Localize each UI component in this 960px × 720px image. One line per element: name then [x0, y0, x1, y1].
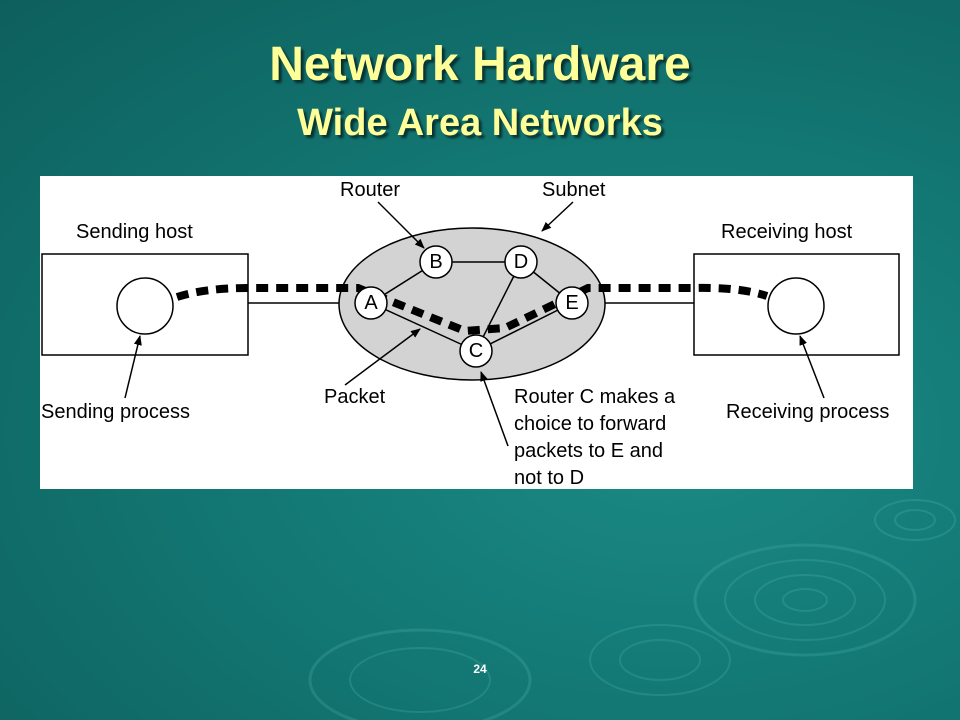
- label-router-c-note-2: choice to forward: [514, 413, 666, 435]
- router-e: E: [555, 286, 589, 320]
- link-c-e: [475, 302, 573, 352]
- svg-text:E: E: [565, 292, 578, 314]
- packet-path: [175, 283, 769, 336]
- subnet-ellipse: [338, 227, 606, 381]
- router-b: B: [419, 245, 453, 279]
- label-receiving-process: Receiving process: [726, 401, 889, 423]
- slide-subtitle: Wide Area Networks: [297, 102, 663, 144]
- receiving-process-circle: [767, 277, 825, 335]
- label-sending-process: Sending process: [41, 401, 190, 423]
- sending-process-circle: [116, 277, 174, 335]
- label-router-c-note-4: not to D: [514, 467, 584, 489]
- router-a: A: [354, 286, 388, 320]
- slide-title: Network Hardware: [269, 38, 691, 91]
- svg-text:B: B: [429, 251, 442, 273]
- wan-diagram: A B C D E Router Subnet Sending host Rec…: [40, 176, 913, 489]
- svg-text:D: D: [514, 251, 528, 273]
- arrow-sending-process: [124, 335, 142, 399]
- wan-diagram-svg: A B C D E Router Subnet Sending host Rec…: [41, 179, 900, 489]
- label-subnet: Subnet: [542, 179, 606, 201]
- arrow-subnet: [541, 201, 574, 232]
- svg-text:A: A: [364, 292, 378, 314]
- router-c: C: [459, 334, 493, 368]
- label-router-c-note-1: Router C makes a: [514, 386, 676, 408]
- label-sending-host: Sending host: [76, 221, 193, 243]
- label-router-c-note-3: packets to E and: [514, 440, 663, 462]
- arrow-packet: [344, 328, 421, 386]
- arrow-router: [377, 201, 425, 249]
- arrow-router-c: [480, 371, 509, 447]
- label-router: Router: [340, 179, 400, 201]
- svg-text:C: C: [469, 340, 483, 362]
- link-a-c: [370, 302, 477, 352]
- label-packet: Packet: [324, 386, 386, 408]
- arrow-receiving-process: [799, 335, 825, 399]
- label-receiving-host: Receiving host: [721, 221, 853, 243]
- router-d: D: [504, 245, 538, 279]
- page-number: 24: [473, 662, 487, 676]
